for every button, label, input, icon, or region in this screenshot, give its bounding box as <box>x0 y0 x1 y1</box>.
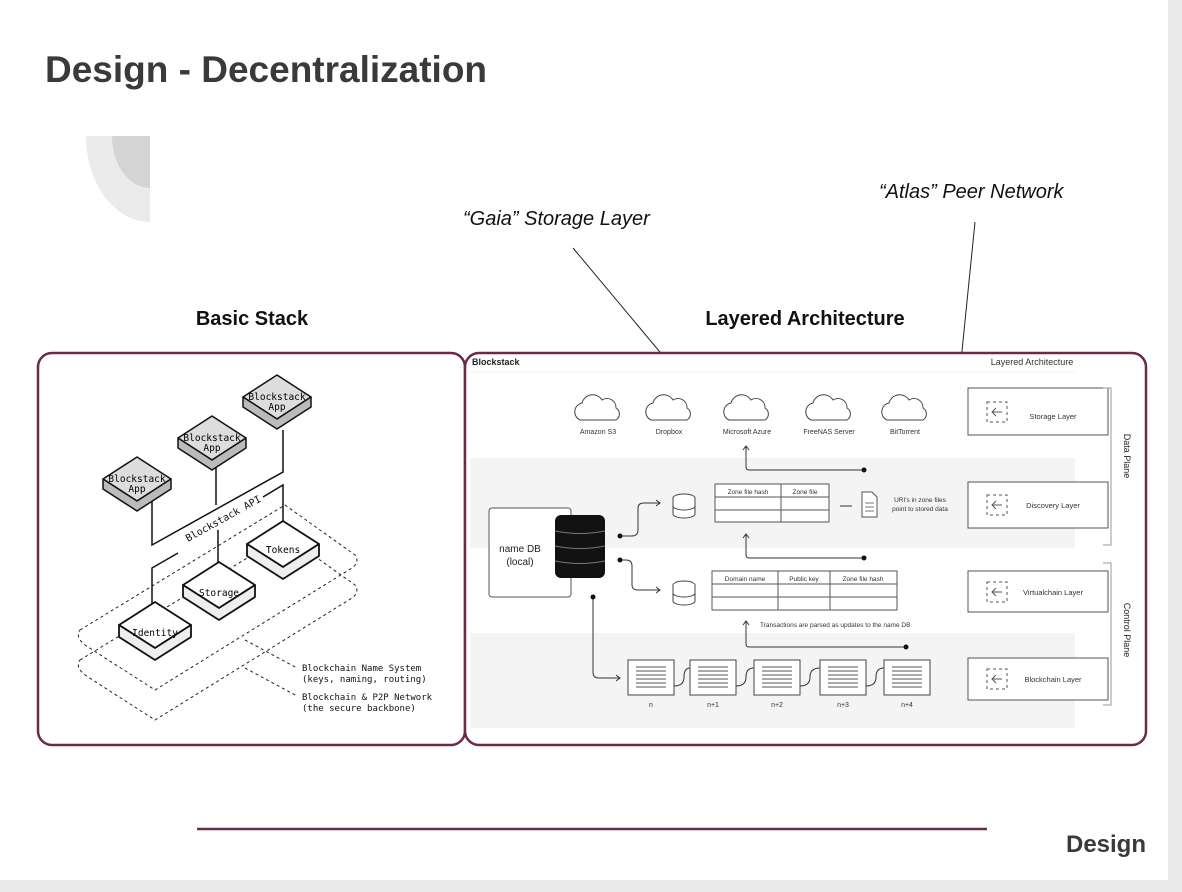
zone-db-cylinder-icon <box>672 493 696 519</box>
svg-text:Amazon S3: Amazon S3 <box>580 429 616 436</box>
decorative-arc-logo <box>86 136 150 222</box>
network-layer-outline <box>77 534 358 721</box>
svg-text:Virtualchain Layer: Virtualchain Layer <box>1023 588 1083 597</box>
svg-text:n+1: n+1 <box>707 702 719 709</box>
svg-text:n+2: n+2 <box>771 702 783 709</box>
name-db-local: name DB (local) <box>488 507 606 598</box>
svg-text:(local): (local) <box>506 557 533 568</box>
data-plane-bracket <box>1103 387 1112 546</box>
block-n-plus-1: n+1 <box>689 659 737 709</box>
svg-text:Public key: Public key <box>789 576 819 583</box>
discovery-layer-box: Discovery Layer <box>967 481 1109 529</box>
block-n-plus-3: n+3 <box>819 659 867 709</box>
zone-file-document-icon <box>861 491 878 518</box>
svg-text:Zone file hash: Zone file hash <box>728 489 769 496</box>
svg-text:Domain name: Domain name <box>725 576 766 583</box>
svg-text:Zone file hash: Zone file hash <box>843 576 884 583</box>
inner-title: Layered Architecture <box>991 357 1074 367</box>
svg-text:name DB: name DB <box>499 544 541 555</box>
tokens-service: Tokens <box>246 520 320 580</box>
svg-text:Blockstack: Blockstack <box>183 433 240 444</box>
svg-text:Blockstack: Blockstack <box>108 474 165 485</box>
layered-architecture-heading: Layered Architecture <box>705 308 904 330</box>
blockchain-layer-box: Blockchain Layer <box>967 657 1109 701</box>
svg-text:BitTorrent: BitTorrent <box>890 429 920 436</box>
cloud-freenas-server: FreeNAS Server <box>803 394 855 436</box>
storage-layer-box: Storage Layer <box>967 387 1109 436</box>
svg-text:App: App <box>203 443 220 454</box>
database-stack-icon <box>554 515 606 578</box>
svg-text:Tokens: Tokens <box>266 545 300 556</box>
blockstack-brand: Blockstack <box>472 357 521 367</box>
svg-text:Blockchain Layer: Blockchain Layer <box>1024 675 1082 684</box>
svg-text:Zone file: Zone file <box>793 489 818 496</box>
data-plane-label: Data Plane <box>1122 434 1132 479</box>
svg-text:n+3: n+3 <box>837 702 849 709</box>
svg-text:Blockstack: Blockstack <box>248 392 305 403</box>
bns-label: Blockchain Name System <box>302 664 421 674</box>
svg-text:Storage: Storage <box>199 588 239 599</box>
svg-text:Storage Layer: Storage Layer <box>1029 412 1077 421</box>
uri-note-line1: URI's in zone files <box>894 497 947 504</box>
block-n: n <box>627 659 675 709</box>
svg-text:App: App <box>268 402 285 413</box>
virtualchain-layer-box: Virtualchain Layer <box>967 570 1109 613</box>
domain-db-cylinder-icon <box>672 580 696 606</box>
network-sublabel: (the secure backbone) <box>302 704 416 714</box>
block-n-plus-4: n+4 <box>883 659 931 709</box>
atlas-annotation: “Atlas” Peer Network <box>879 181 1064 203</box>
bns-layer-outline <box>77 504 358 691</box>
transactions-note: Transactions are parsed as updates to th… <box>760 622 910 629</box>
cloud-microsoft-azure: Microsoft Azure <box>723 394 771 436</box>
layered-architecture-diagram: Blockstack Layered Architecture Amazon S… <box>463 351 1148 747</box>
svg-text:Microsoft Azure: Microsoft Azure <box>723 429 771 436</box>
svg-text:FreeNAS Server: FreeNAS Server <box>803 429 855 436</box>
storage-service: Storage <box>182 561 256 621</box>
cloud-amazon-s3: Amazon S3 <box>574 394 620 436</box>
bns-sublabel: (keys, naming, routing) <box>302 675 427 685</box>
gaia-annotation: “Gaia” Storage Layer <box>463 208 651 230</box>
block-n-plus-2: n+2 <box>753 659 801 709</box>
domain-name-table: Domain name Public key Zone file hash <box>711 570 898 611</box>
svg-text:Discovery Layer: Discovery Layer <box>1026 501 1080 510</box>
footer-section-label: Design <box>1066 831 1146 858</box>
basic-stack-heading: Basic Stack <box>196 308 309 330</box>
svg-text:Dropbox: Dropbox <box>656 429 683 436</box>
slide-title: Design - Decentralization <box>45 49 487 90</box>
uri-note-line2: point to stored data <box>892 506 948 513</box>
control-plane-bracket <box>1103 562 1112 706</box>
connector-lines <box>592 445 906 682</box>
cloud-dropbox: Dropbox <box>645 394 691 436</box>
svg-text:Identity: Identity <box>132 628 178 639</box>
block-chain-links <box>673 667 885 687</box>
api-line-top <box>151 430 284 547</box>
identity-service: Identity <box>118 601 192 661</box>
zone-file-table: Zone file hash Zone file <box>714 483 830 523</box>
network-label: Blockchain & P2P Network <box>302 693 433 703</box>
cloud-bittorrent: BitTorrent <box>881 394 927 436</box>
svg-text:App: App <box>128 484 145 495</box>
svg-text:n: n <box>649 702 653 709</box>
control-plane-label: Control Plane <box>1122 603 1132 658</box>
svg-text:n+4: n+4 <box>901 702 913 709</box>
